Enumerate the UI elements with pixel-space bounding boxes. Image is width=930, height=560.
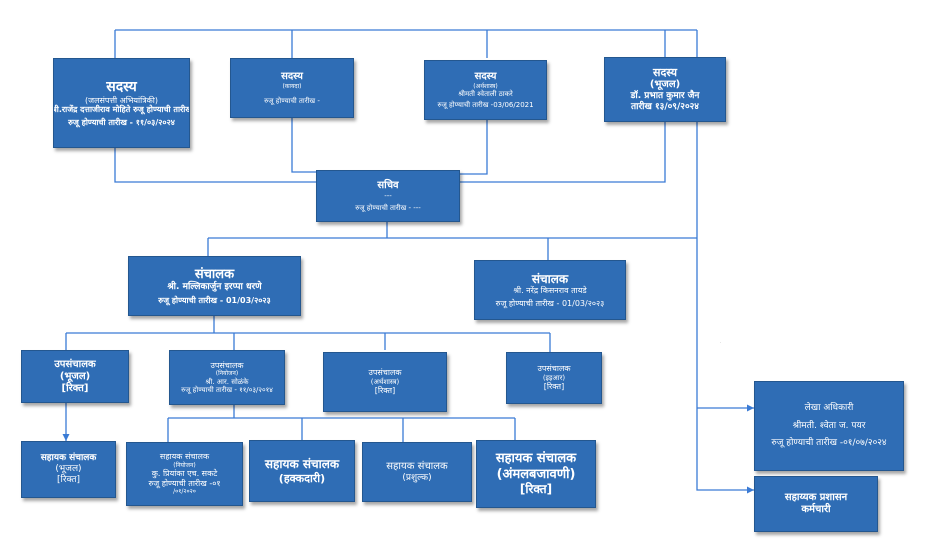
assistant-director-box-rights: सहायक संचालक (हक्कदारी)	[249, 440, 355, 502]
member-date: रुजू होण्याची तारीख - ११/०३/२०२४	[68, 117, 175, 127]
deputy-status: [रिक्त]	[61, 382, 89, 394]
secretary-box: सचिव --- रुजू होण्याची तारीख - ---	[316, 170, 460, 222]
assistant-field: (भूजल)	[55, 464, 82, 475]
deputy-title: उपसंचालक	[54, 358, 96, 370]
connector-members-secretary	[114, 118, 666, 183]
connector-top-bus	[114, 29, 697, 58]
arrow-to-admin	[747, 486, 754, 494]
member-field: (अर्थशास्त्र)	[473, 82, 498, 90]
assistant-field: (नियोजन)	[173, 462, 196, 470]
connector-right-branch	[696, 238, 754, 491]
member-date: रुजू होण्याची तारीख -	[264, 96, 320, 105]
assistant-field: (प्रशुल्क)	[402, 472, 432, 483]
member-box-water-engineering: सदस्य (जलसंपत्ती अभियांत्रिकी) श्री.राजे…	[53, 58, 190, 148]
assistant-field: (अंमलबजावणी)	[496, 466, 576, 482]
director-date: रुजू होण्याची तारीख - 01/03/२०२३	[495, 298, 605, 308]
arrow-to-assistant-bhujal	[62, 434, 70, 441]
assistant-director-box-enforcement: सहायक संचालक (अंमलबजावणी) [रिक्त]	[476, 440, 596, 508]
member-name: डॉ. प्रभात कुमार जैन	[630, 91, 700, 102]
accounts-officer-date: रुजू होण्याची तारीख -०१/०७/२०२४	[771, 438, 887, 449]
deputy-status: [रिक्त]	[374, 386, 396, 396]
deputy-title: उपसंचालक	[210, 360, 244, 370]
secretary-name: ---	[384, 192, 392, 201]
member-date: रुजू होण्याची तारीख -03/06/2021	[437, 101, 534, 110]
deputy-date: रुजू होण्याची तारीख - ११/०३/२०१४	[181, 385, 273, 394]
deputy-field: (भूजल)	[59, 370, 91, 382]
director-title: संचालक	[194, 266, 235, 282]
director-title: संचालक	[531, 271, 569, 286]
assistant-title: सहायक संचालक	[386, 460, 448, 472]
connector-secretary-directors	[207, 222, 697, 260]
director-date: रुजू होण्याची तारीख - 01/03/२०२३	[158, 295, 271, 305]
member-date: तारीख १३/०९/२०२४	[631, 102, 699, 113]
deputy-field: (अर्थशास्त्र)	[370, 377, 400, 386]
deputy-status: [रिक्त]	[543, 382, 565, 392]
assistant-title: सहायक संचालक	[264, 457, 340, 472]
secretary-title: सचिव	[377, 180, 399, 192]
deputy-director-box-groundwater: उपसंचालक (भूजल) [रिक्त]	[21, 350, 129, 403]
director-box-2: संचालक श्री. नरेंद्र किसनराव तायडे रुजू …	[474, 260, 626, 320]
deputy-director-box-eer: उपसंचालक (इइआर) [रिक्त]	[506, 352, 602, 404]
assistant-date-cont: /०१/२०२०	[173, 488, 196, 496]
accounts-officer-box: लेखा अधिकारी श्रीमती. श्वेता ज. पयर रुजू…	[754, 381, 904, 471]
director-name: श्री. मल्लिकार्जुन इरप्पा धरणे	[167, 282, 262, 293]
member-name: श्री.राजेंद्र दत्ताजीराव मोहिते रुजू होण…	[53, 105, 190, 115]
stray-dot: .	[720, 339, 721, 344]
member-title: सदस्य	[474, 70, 497, 82]
member-field: (जलसंपत्ती अभियांत्रिकी)	[85, 95, 158, 105]
connector-arrows	[62, 404, 754, 494]
assistant-name: कु. प्रियांका एच. सकटे	[151, 469, 218, 479]
deputy-title: उपसंचालक	[368, 368, 402, 378]
member-box-law: सदस्य (कायदा) रुजू होण्याची तारीख -	[230, 58, 354, 118]
admin-staff-box: सहाय्यक प्रशासन कर्मचारी	[754, 476, 878, 532]
member-name: श्रीमती श्वेताली ठाकरे	[458, 89, 513, 98]
accounts-officer-title: लेखा अधिकारी	[804, 402, 854, 413]
member-field: (भूजल)	[649, 79, 681, 91]
member-title: सदस्य	[653, 66, 677, 80]
member-field: (कायदा)	[282, 82, 302, 90]
assistant-status: [रिक्त]	[57, 474, 80, 485]
admin-staff-line1: सहाय्यक प्रशासन	[784, 492, 848, 503]
member-box-economics: सदस्य (अर्थशास्त्र) श्रीमती श्वेताली ठाक…	[424, 60, 547, 120]
assistant-title: सहायक संचालक	[495, 451, 577, 467]
assistant-title: सहायक संचालक	[40, 453, 97, 464]
secretary-date: रुजू होण्याची तारीख - ---	[355, 203, 421, 212]
connector-group	[65, 29, 754, 491]
deputy-director-box-planning: उपसंचालक (नियोजन) श्री. आर. सोळंके रुजू …	[169, 350, 285, 405]
accounts-officer-name: श्रीमती. श्वेता ज. पयर	[792, 420, 866, 431]
assistant-title: सहायक संचालक	[159, 452, 210, 462]
director-name: श्री. नरेंद्र किसनराव तायडे	[513, 286, 587, 296]
deputy-title: उपसंचालक	[537, 364, 571, 374]
assistant-director-box-planning: सहायक संचालक (नियोजन) कु. प्रियांका एच. …	[126, 442, 243, 506]
deputy-field: (नियोजन)	[215, 370, 239, 378]
connector-deputy-assistants	[167, 405, 516, 442]
assistant-director-box-groundwater: सहायक संचालक (भूजल) [रिक्त]	[21, 441, 116, 498]
admin-staff-line2: कर्मचारी	[801, 504, 831, 515]
assistant-director-box-tariff: सहायक संचालक (प्रशुल्क)	[362, 442, 472, 502]
assistant-field: (हक्कदारी)	[278, 471, 326, 485]
member-title: सदस्य	[106, 78, 137, 95]
deputy-name: श्री. आर. सोळंके	[205, 377, 249, 386]
director-box-1: संचालक श्री. मल्लिकार्जुन इरप्पा धरणे रु…	[128, 256, 301, 316]
assistant-status: [रिक्त]	[519, 482, 553, 497]
deputy-field: (इइआर)	[542, 373, 566, 382]
member-box-groundwater: सदस्य (भूजल) डॉ. प्रभात कुमार जैन तारीख …	[604, 57, 726, 122]
member-title: सदस्य	[281, 70, 303, 82]
connector-director-deputies	[65, 316, 551, 352]
assistant-date: रुजू होण्याची तारीख -०१	[148, 478, 221, 488]
arrow-to-accounts	[747, 404, 754, 412]
deputy-director-box-economics: उपसंचालक (अर्थशास्त्र) [रिक्त]	[323, 352, 447, 412]
